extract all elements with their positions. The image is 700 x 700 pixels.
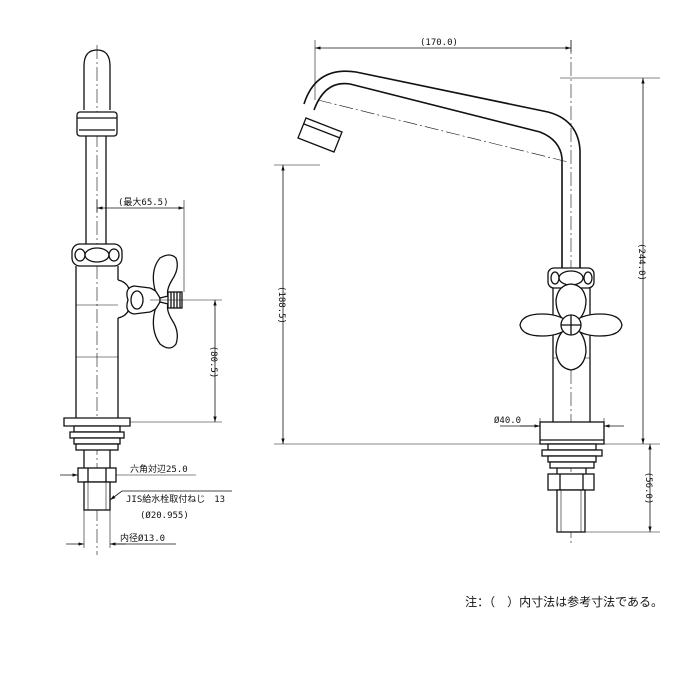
handle-lever-bottom (152, 301, 178, 349)
dimension-base-diameter: Ø40.0 (494, 415, 521, 426)
spout-tip (83, 49, 111, 110)
upper-nut (71, 243, 123, 267)
front-base (539, 421, 605, 445)
reference-dimension-note: 注：（ ）内寸法は参考寸法である。 (465, 594, 663, 609)
dimension-hex-across-flats: 六角対辺25.0 (130, 463, 188, 475)
dimension-total-height: (244.0) (636, 243, 646, 281)
dimension-thread-length: (56.0) (643, 472, 653, 505)
spout-centerline (317, 99, 569, 163)
washer-4 (75, 443, 119, 451)
dimension-spout-height: (188.5) (276, 286, 286, 324)
front-threaded-shank (556, 489, 586, 533)
dimension-handle-height: (80.5) (208, 346, 218, 379)
hex-nut (77, 467, 117, 483)
handle-arm-left (519, 313, 572, 337)
valve-body (75, 266, 119, 422)
handle-lever-top (152, 254, 178, 299)
threaded-shank (83, 481, 111, 511)
dimension-thread-spec: JIS給水栓取付ねじ 13 (126, 493, 225, 505)
dimension-inner-diameter: 内径Ø13.0 (120, 532, 165, 544)
dimension-thread-diameter: (Ø20.955) (140, 510, 189, 521)
front-view: (170.0) (244.0) (188.5) Ø40.0 (56.0) (274, 38, 660, 545)
handle-arm-top (555, 283, 587, 326)
handle-arm-bottom (555, 324, 587, 371)
base-flange (63, 417, 131, 427)
dimension-handle-reach: (最大65.5) (118, 196, 169, 208)
washer-2 (69, 431, 125, 439)
spout-outer (313, 82, 563, 268)
spout-inner (303, 70, 581, 268)
handle-arm-right (570, 313, 623, 337)
aerator (76, 111, 118, 137)
spout-nozzle (297, 117, 343, 153)
side-view: (最大65.5) (80.5) 六角対辺25.0 JIS給水栓取付ねじ 13 (… (60, 45, 232, 555)
washer-3 (73, 437, 121, 445)
front-hex-nut (547, 473, 595, 491)
washer-1 (73, 425, 121, 433)
dimension-spout-reach: (170.0) (420, 38, 458, 48)
